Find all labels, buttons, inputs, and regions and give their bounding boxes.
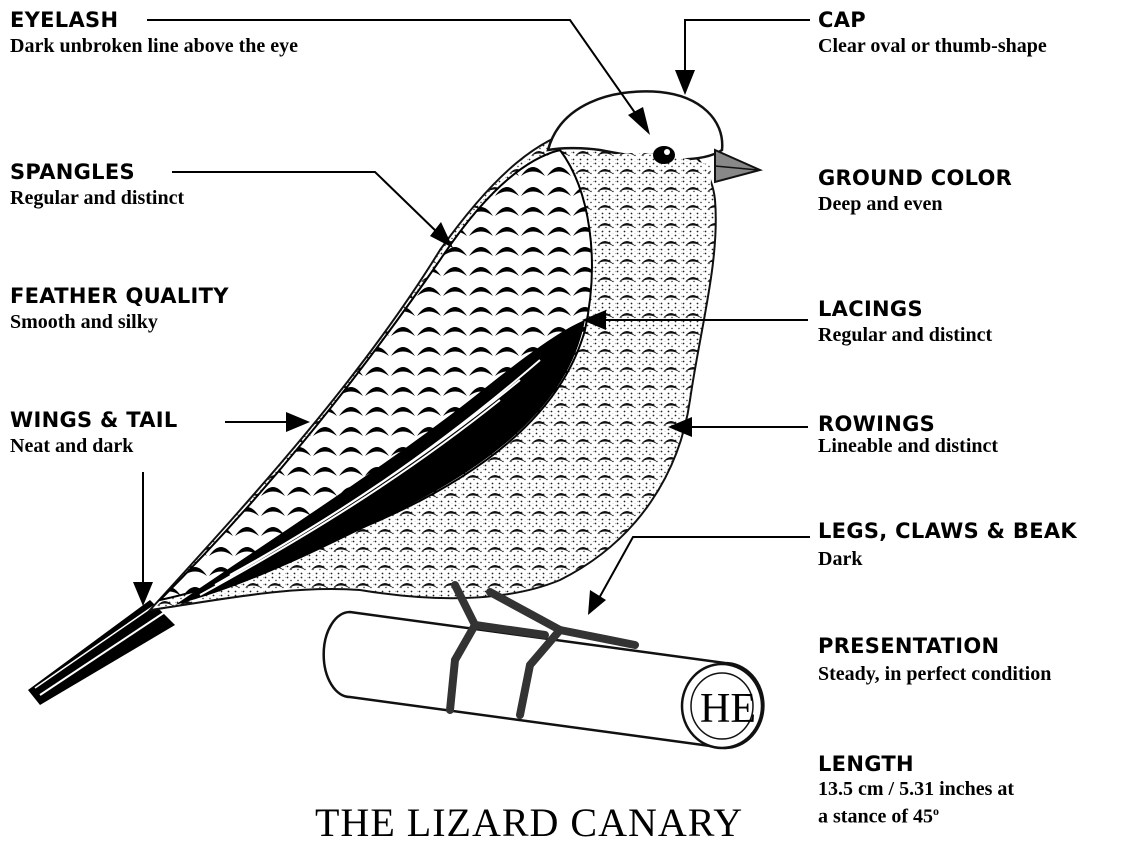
rowings-description: Lineable and distinct: [818, 434, 998, 458]
presentation-heading: PRESENTATION: [818, 634, 1051, 658]
lacings-heading: LACINGS: [818, 297, 992, 321]
legs-claws-beak-description: Dark: [818, 547, 1077, 571]
wings-tail-arrowhead: [286, 412, 310, 432]
eyelash-heading: EYELASH: [10, 8, 298, 32]
spangles-pointer: [172, 172, 440, 235]
wings-tail-description: Neat and dark: [10, 434, 178, 458]
spangles-label: SPANGLES Regular and distinct: [10, 160, 184, 210]
presentation-label: PRESENTATION Steady, in perfect conditio…: [818, 634, 1051, 686]
length-stance-text: a stance of 45: [818, 806, 933, 828]
presentation-description: Steady, in perfect condition: [818, 662, 1051, 686]
cap-pointer: [685, 20, 810, 78]
length-heading: LENGTH: [818, 752, 1014, 776]
length-description-line2: a stance of 45o: [818, 800, 1014, 828]
length-label: LENGTH 13.5 cm / 5.31 inches at a stance…: [818, 752, 1014, 828]
cap-heading: CAP: [818, 8, 1047, 32]
rowings-heading: ROWINGS: [818, 412, 998, 436]
lacings-label: LACINGS Regular and distinct: [818, 297, 992, 347]
page-title: THE LIZARD CANARY: [315, 800, 743, 846]
degree-mark: o: [933, 804, 939, 818]
rowings-label: ROWINGS Lineable and distinct: [818, 412, 998, 458]
eyelash-label: EYELASH Dark unbroken line above the eye: [10, 8, 298, 58]
lacings-description: Regular and distinct: [818, 323, 992, 347]
legs-pointer: [598, 537, 810, 600]
legs-claws-beak-heading: LEGS, CLAWS & BEAK: [818, 519, 1077, 543]
eyelash-description: Dark unbroken line above the eye: [10, 34, 298, 58]
wings-tail-heading: WINGS & TAIL: [10, 408, 178, 432]
ground-color-description: Deep and even: [818, 192, 1012, 216]
cap-arrowhead: [675, 70, 695, 95]
cap-description: Clear oval or thumb-shape: [818, 34, 1047, 58]
length-description-line1: 13.5 cm / 5.31 inches at: [818, 778, 1014, 800]
spangles-description: Regular and distinct: [10, 186, 184, 210]
feather-quality-heading: FEATHER QUALITY: [10, 284, 229, 308]
legs-claws-beak-label: LEGS, CLAWS & BEAK Dark: [818, 519, 1077, 571]
monogram: HE: [700, 686, 756, 732]
spangles-heading: SPANGLES: [10, 160, 184, 184]
legs-arrowhead: [588, 590, 606, 615]
spangles-arrowhead: [430, 222, 453, 248]
feather-quality-description: Smooth and silky: [10, 310, 229, 334]
wings-tail-label: WINGS & TAIL Neat and dark: [10, 408, 178, 458]
tail: [28, 600, 175, 705]
ground-color-heading: GROUND COLOR: [818, 166, 1012, 190]
cap-label: CAP Clear oval or thumb-shape: [818, 8, 1047, 58]
ground-color-label: GROUND COLOR Deep and even: [818, 166, 1012, 216]
feather-quality-label: FEATHER QUALITY Smooth and silky: [10, 284, 229, 334]
